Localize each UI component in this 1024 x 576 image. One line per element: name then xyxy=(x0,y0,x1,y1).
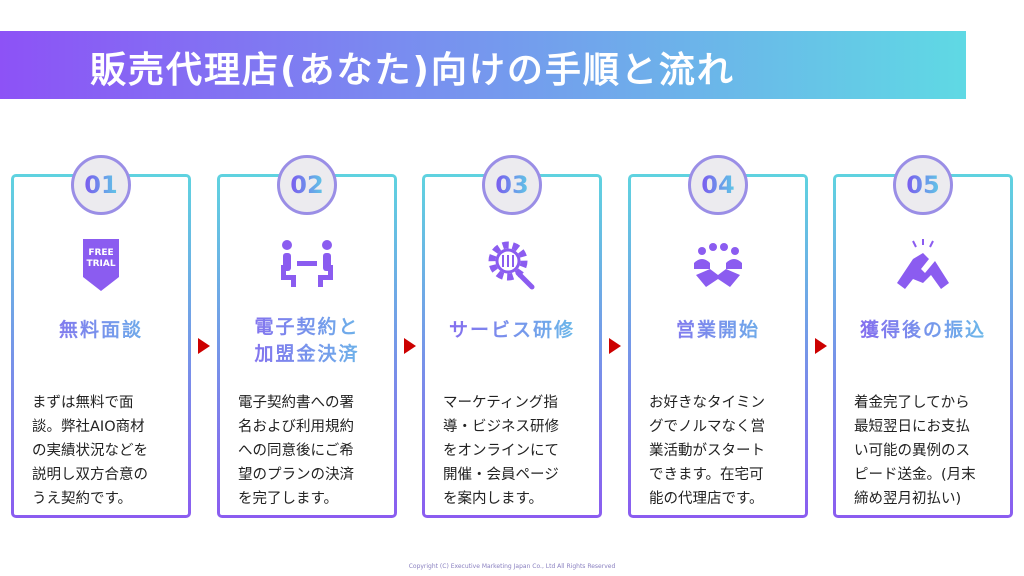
arrow-icon xyxy=(609,338,621,354)
step-card-1: 01 FREE TRIAL 無料面談 まずは無料で面 談。弊社AIO商材 の実績… xyxy=(11,155,191,518)
step-card-5: 05 獲得後の振込 着金完了してから 最短翌日にお支払 い可能の異例のス ピード… xyxy=(833,155,1013,518)
handclasp-icon xyxy=(897,239,949,289)
gear-tools-icon xyxy=(488,241,535,290)
step-title: 電子契約と 加盟金決済 xyxy=(220,314,394,368)
step-number: 02 xyxy=(277,155,337,215)
meeting-icon xyxy=(281,240,333,287)
step-description: マーケティング指 導・ビジネス研修 をオンラインにて 開催・会員ページ を案内し… xyxy=(443,395,559,507)
step-card-3: 03 サービス研修 マーケティング指 導・ビジネス研修 をオンラインにて 開催・… xyxy=(422,155,602,518)
arrow-icon xyxy=(198,338,210,354)
step-number: 03 xyxy=(482,155,542,215)
step-title: サービス研修 xyxy=(425,317,599,344)
step-number: 05 xyxy=(893,155,953,215)
team-handshake-icon xyxy=(694,243,742,287)
step-card-4: 04 営業開始 お好きなタイミン グでノルマなく営 業活動がスタート できます。… xyxy=(628,155,808,518)
copyright: Copyright (C) Executive Marketing Japan … xyxy=(408,563,616,570)
step-number: 04 xyxy=(688,155,748,215)
step-description: まずは無料で面 談。弊社AIO商材 の実績状況などを 説明し双方合意の うえ契約… xyxy=(32,395,148,507)
title-banner: 販売代理店(あなた)向けの手順と流れ xyxy=(0,31,966,99)
step-description: 着金完了してから 最短翌日にお支払 い可能の異例のス ピード送金。(月末 締め翌… xyxy=(854,395,976,507)
svg-text:FREE: FREE xyxy=(88,248,113,258)
arrow-icon xyxy=(815,338,827,354)
page-title: 販売代理店(あなた)向けの手順と流れ xyxy=(90,50,735,91)
step-title: 営業開始 xyxy=(631,317,805,344)
step-card-2: 02 電子契約と 加盟金決済 電子契約書への署 名および利用規約 への同意後にご… xyxy=(217,155,397,518)
step-description: 電子契約書への署 名および利用規約 への同意後にご希 望のプランの決済 を完了し… xyxy=(238,395,354,507)
step-title: 無料面談 xyxy=(14,317,188,344)
free-trial-icon: FREE TRIAL xyxy=(83,239,119,291)
arrow-icon xyxy=(404,338,416,354)
step-title: 獲得後の振込 xyxy=(836,317,1010,344)
svg-text:TRIAL: TRIAL xyxy=(86,259,115,269)
step-number: 01 xyxy=(71,155,131,215)
step-description: お好きなタイミン グでノルマなく営 業活動がスタート できます。在宅可 能の代理… xyxy=(649,395,765,507)
